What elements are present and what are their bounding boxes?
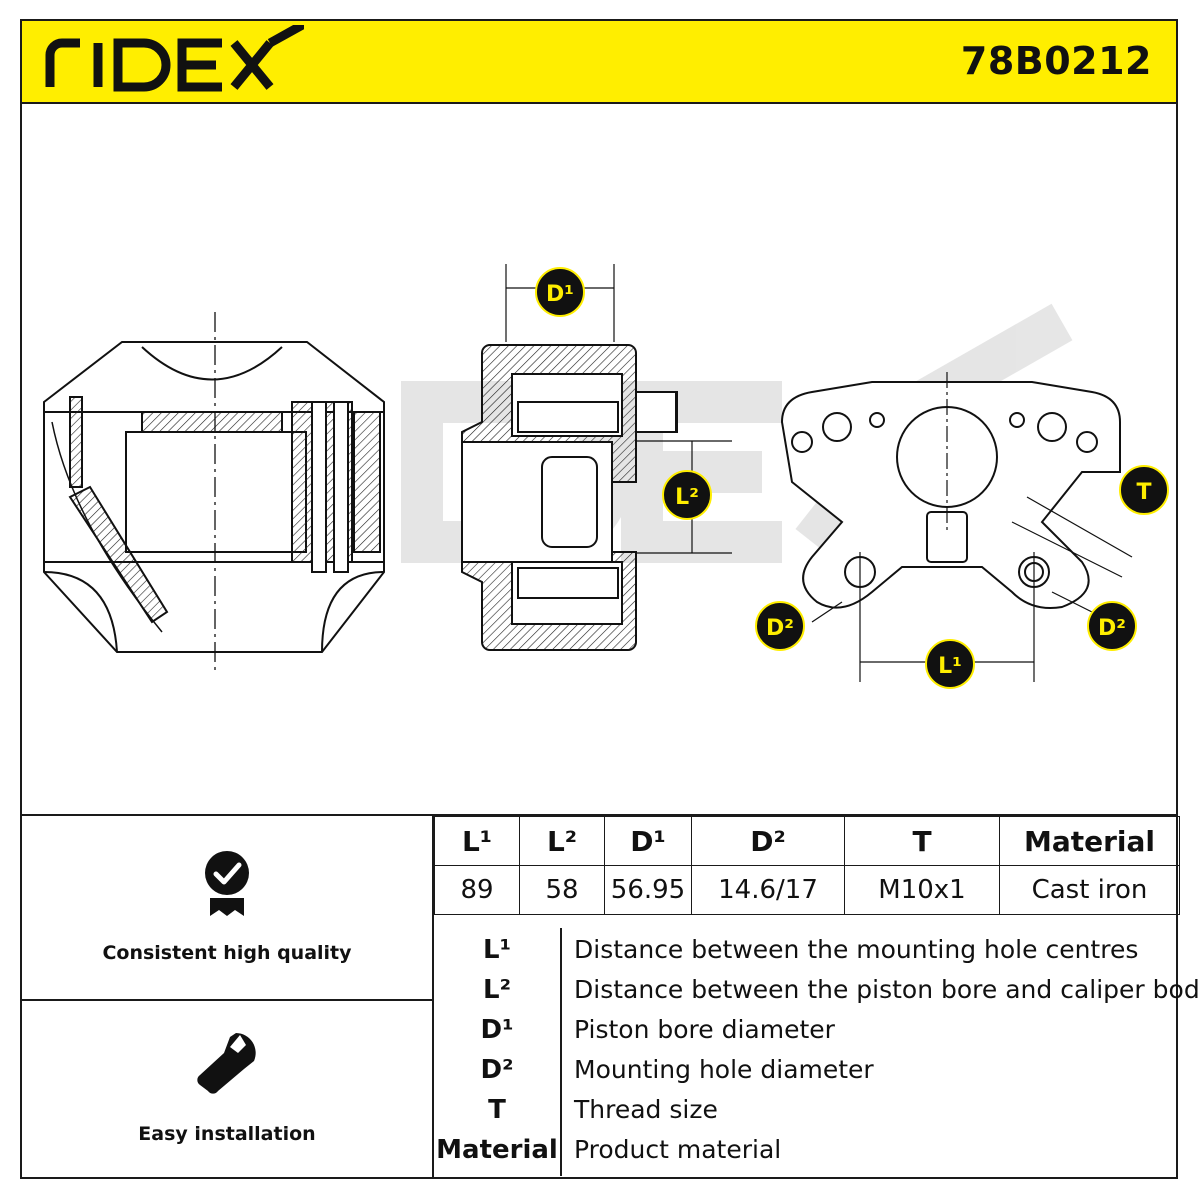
legend-key: T bbox=[488, 1095, 506, 1125]
legend-key: D² bbox=[480, 1055, 514, 1085]
legend-desc: Distance between the mounting hole centr… bbox=[574, 935, 1139, 964]
feature-installation: Easy installation bbox=[22, 999, 432, 1179]
d2-right-callout: D² bbox=[1087, 601, 1137, 651]
legend-key: L¹ bbox=[483, 935, 511, 965]
legend-row: L¹ Distance between the mounting hole ce… bbox=[434, 930, 1180, 970]
legend-key: D¹ bbox=[480, 1015, 514, 1045]
l1-callout-label: L¹ bbox=[938, 654, 962, 679]
feature-quality: Consistent high quality bbox=[22, 816, 432, 1001]
spec-value-d2: 14.6/17 bbox=[691, 865, 845, 915]
spec-header-d2: D² bbox=[691, 816, 845, 866]
spec-table: L¹ L² D¹ D² T Material 89 58 56.95 14.6/… bbox=[434, 816, 1180, 915]
legend: L¹ Distance between the mounting hole ce… bbox=[434, 920, 1200, 1179]
d1-callout-label: D¹ bbox=[546, 282, 574, 307]
legend-desc: Piston bore diameter bbox=[574, 1015, 835, 1044]
part-number: 78B0212 bbox=[960, 39, 1152, 83]
caliper-side-view bbox=[43, 312, 385, 672]
spec-header-material: Material bbox=[999, 816, 1180, 866]
l1-callout: L¹ bbox=[925, 639, 975, 689]
l2-callout-label: L² bbox=[675, 485, 699, 510]
legend-key: Material bbox=[436, 1135, 558, 1165]
legend-desc: Thread size bbox=[574, 1095, 718, 1124]
caliper-drawing: D¹ L² T D² D² L¹ bbox=[43, 264, 1169, 689]
spec-value-t: M10x1 bbox=[844, 865, 1000, 915]
datasheet-frame: 78B0212 bbox=[20, 19, 1200, 1179]
spec-value-l2: 58 bbox=[519, 865, 605, 915]
legend-row: D¹ Piston bore diameter bbox=[434, 1010, 1180, 1050]
legend-desc: Mounting hole diameter bbox=[574, 1055, 874, 1084]
t-callout: T bbox=[1119, 465, 1169, 515]
feature-installation-label: Easy installation bbox=[138, 1123, 316, 1145]
legend-key: L² bbox=[483, 975, 511, 1005]
d1-callout: D¹ bbox=[535, 267, 585, 317]
spec-value-d1: 56.95 bbox=[604, 865, 692, 915]
caliper-front-view bbox=[780, 372, 1133, 682]
feature-quality-label: Consistent high quality bbox=[102, 942, 352, 964]
header-bar: 78B0212 bbox=[22, 21, 1176, 104]
panel-divider bbox=[432, 816, 434, 1179]
d2-left-callout-label: D² bbox=[766, 616, 794, 641]
quality-badge-icon bbox=[205, 851, 249, 916]
spec-header-d1: D¹ bbox=[604, 816, 692, 866]
spec-value-l1: 89 bbox=[434, 865, 520, 915]
t-callout-label: T bbox=[1136, 480, 1151, 505]
spec-value-row: 89 58 56.95 14.6/17 M10x1 Cast iron bbox=[434, 865, 1180, 915]
d2-right-callout-label: D² bbox=[1098, 616, 1126, 641]
legend-desc: Distance between the piston bore and cal… bbox=[574, 975, 1200, 1004]
d2-left-callout: D² bbox=[755, 601, 805, 651]
l2-callout: L² bbox=[662, 470, 712, 520]
legend-row: L² Distance between the piston bore and … bbox=[434, 970, 1200, 1010]
spec-header-l1: L¹ bbox=[434, 816, 520, 866]
ridex-logo bbox=[45, 25, 304, 92]
spec-header-row: L¹ L² D¹ D² T Material bbox=[434, 816, 1180, 866]
legend-divider bbox=[560, 928, 562, 1176]
legend-row: D² Mounting hole diameter bbox=[434, 1050, 1180, 1090]
spec-header-l2: L² bbox=[519, 816, 605, 866]
legend-desc: Product material bbox=[574, 1135, 782, 1164]
wrench-icon bbox=[197, 1033, 256, 1094]
legend-row: T Thread size bbox=[434, 1090, 1180, 1130]
legend-row: Material Product material bbox=[434, 1130, 1180, 1170]
caliper-section-view bbox=[461, 264, 732, 651]
spec-header-t: T bbox=[844, 816, 1000, 866]
spec-value-material: Cast iron bbox=[999, 865, 1180, 915]
info-panel: Consistent high quality Easy installatio… bbox=[22, 814, 1200, 1179]
technical-drawing: D¹ L² T D² D² L¹ bbox=[22, 102, 1176, 814]
